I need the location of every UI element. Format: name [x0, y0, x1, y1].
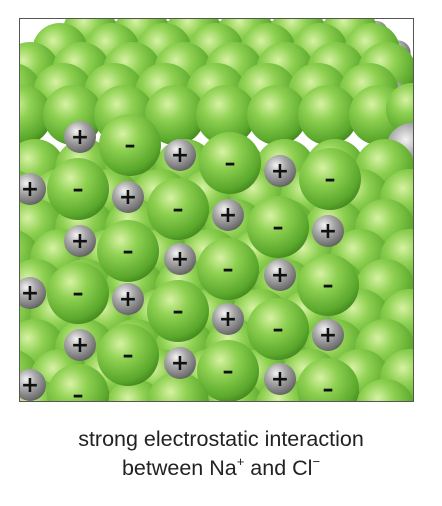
chloride-ion — [197, 340, 259, 401]
anion-minus-sign: – — [73, 177, 84, 202]
anion-minus-sign: – — [73, 383, 84, 401]
cation-plus-sign: + — [171, 143, 189, 168]
anion-minus-sign: – — [223, 257, 234, 282]
cation-plus-sign: + — [21, 281, 39, 306]
sodium-ion — [164, 243, 196, 275]
sodium-ion — [64, 121, 96, 153]
chloride-ion — [97, 220, 159, 282]
cation-plus-sign: + — [271, 263, 289, 288]
sodium-ion — [212, 199, 244, 231]
sodium-ion — [312, 319, 344, 351]
chloride-ion — [247, 85, 307, 145]
chloride-ion — [297, 254, 359, 316]
chloride-ion — [298, 85, 358, 145]
sodium-ion — [64, 329, 96, 361]
cation-plus-sign: + — [171, 247, 189, 272]
caption-between-na: between Na — [121, 456, 237, 480]
nacl-lattice-figure: – – – – – – – – – – – – – – – – – + + + + + + + + + + + + + + + + + + — [19, 18, 414, 402]
anion-minus-sign: – — [173, 197, 184, 222]
sodium-ion — [20, 369, 46, 401]
cation-plus-sign: + — [71, 125, 89, 150]
cation-plus-sign: + — [119, 287, 137, 312]
chloride-ion — [20, 85, 52, 145]
anion-minus-sign: – — [123, 343, 134, 368]
anion-minus-sign: – — [223, 359, 234, 384]
anion-minus-sign: – — [273, 317, 284, 342]
cation-plus-sign: + — [271, 367, 289, 392]
chloride-ion — [247, 196, 309, 258]
anion-minus-sign: – — [125, 133, 136, 158]
chloride-ion — [99, 114, 161, 176]
caption-line-1: strong electrostatic interaction — [78, 427, 364, 451]
sodium-ion — [64, 225, 96, 257]
chloride-ion — [199, 132, 261, 194]
anion-minus-sign: – — [323, 377, 334, 401]
sodium-ion — [212, 303, 244, 335]
chloride-ion — [297, 358, 359, 401]
chloride-ion — [196, 85, 256, 145]
anion-minus-sign: – — [323, 273, 334, 298]
chloride-ion — [247, 298, 309, 360]
sodium-ion — [164, 347, 196, 379]
chloride-ion — [47, 262, 109, 324]
anion-minus-sign: – — [325, 167, 336, 192]
caption: strong electrostatic interaction between… — [0, 425, 442, 483]
anion-minus-sign: – — [273, 215, 284, 240]
cation-plus-sign: + — [71, 333, 89, 358]
chloride-ion — [356, 379, 413, 401]
anion-minus-sign: – — [173, 299, 184, 324]
sodium-ion — [20, 277, 46, 309]
chloride-ion — [147, 280, 209, 342]
chloride-ion — [197, 238, 259, 300]
chloride-ion — [299, 148, 361, 210]
cation-plus-sign: + — [319, 323, 337, 348]
sodium-ion — [264, 259, 296, 291]
anion-minus-sign: – — [123, 239, 134, 264]
cation-plus-sign: + — [271, 159, 289, 184]
chloride-ion — [47, 364, 109, 401]
cation-plus-sign: + — [219, 203, 237, 228]
chloride-ion — [147, 178, 209, 240]
na-charge-superscript: + — [236, 454, 245, 469]
chloride-ion — [145, 85, 205, 145]
sodium-ion — [20, 173, 46, 205]
cation-plus-sign: + — [21, 177, 39, 202]
cation-plus-sign: + — [119, 185, 137, 210]
anion-minus-sign: – — [173, 391, 184, 401]
cation-plus-sign: + — [171, 351, 189, 376]
anion-minus-sign: – — [73, 281, 84, 306]
anion-minus-sign: – — [225, 151, 236, 176]
cation-plus-sign: + — [21, 373, 39, 398]
cl-charge-superscript: − — [312, 454, 321, 469]
chloride-ion — [386, 83, 413, 135]
sodium-ion — [264, 363, 296, 395]
sodium-ion — [264, 155, 296, 187]
lattice-svg: – – – – – – – – – – – – – – – – – + + + + + + + + + + + + + + + + + + — [20, 19, 413, 401]
caption-and-cl: and Cl — [244, 456, 313, 480]
cation-plus-sign: + — [319, 219, 337, 244]
chloride-ion — [147, 372, 209, 401]
cation-plus-sign: + — [71, 229, 89, 254]
sodium-ion — [312, 215, 344, 247]
cation-plus-sign: + — [219, 307, 237, 332]
chloride-ion — [47, 158, 109, 220]
sodium-ion — [112, 283, 144, 315]
caption-line-2: between Na+ and Cl− — [0, 454, 442, 483]
chloride-ion — [97, 324, 159, 386]
sodium-ion — [112, 181, 144, 213]
sodium-ion — [164, 139, 196, 171]
